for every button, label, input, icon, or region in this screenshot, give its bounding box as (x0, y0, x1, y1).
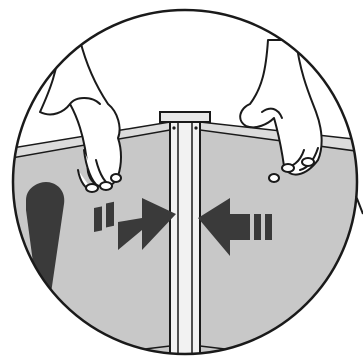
center-post (170, 118, 200, 364)
post-cap (160, 112, 210, 122)
